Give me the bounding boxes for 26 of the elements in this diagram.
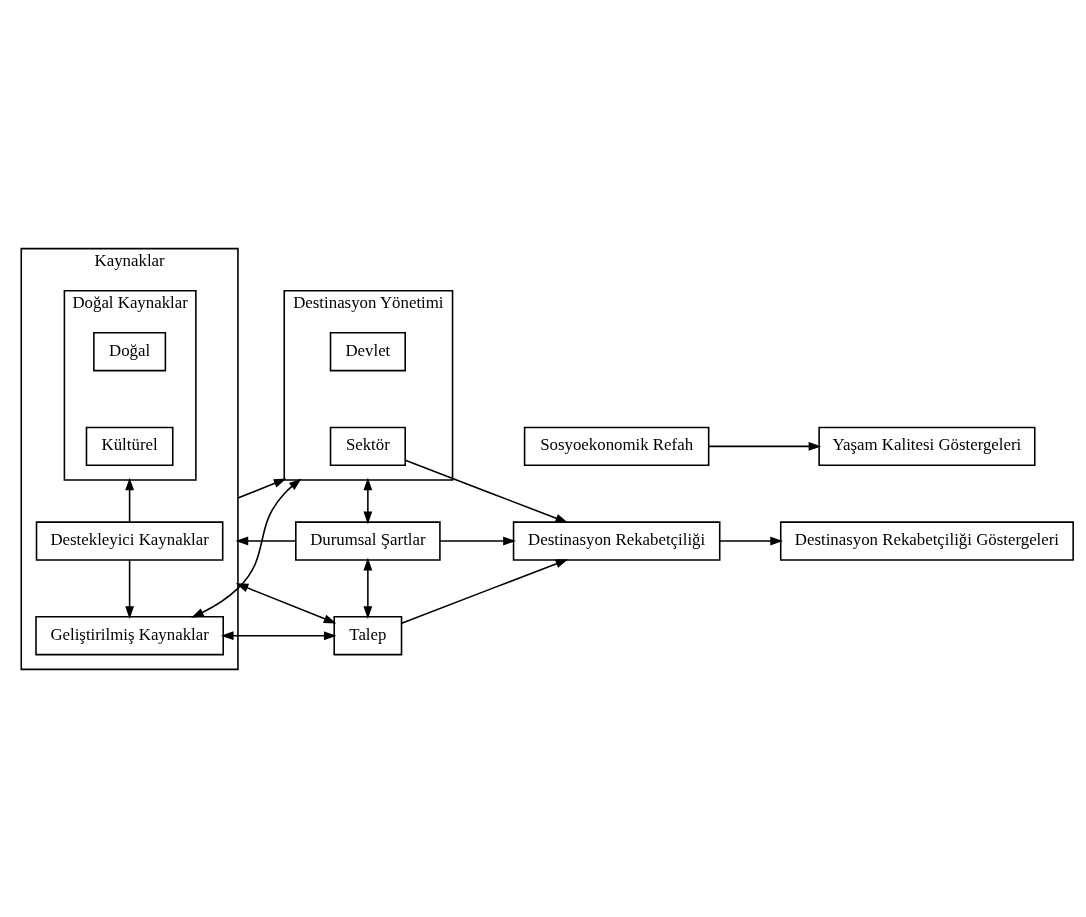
node-box: Sektör — [329, 426, 406, 466]
arrow — [363, 557, 373, 619]
node-box: Kültürel — [85, 426, 174, 466]
arrow — [125, 477, 135, 523]
node-box: Durumsal Şartlar — [295, 520, 441, 561]
arrow — [439, 536, 516, 545]
arrow — [235, 536, 297, 545]
arrow — [220, 630, 337, 640]
node-box: Destinasyon Rekabetçiliği — [512, 520, 721, 561]
arrow — [237, 478, 287, 499]
arrow — [404, 459, 568, 523]
arrow — [125, 558, 135, 619]
node-box: Destekleyici Kaynaklar — [35, 520, 224, 561]
node-box: Talep — [333, 615, 403, 655]
arrow — [708, 441, 822, 451]
arrow — [400, 558, 569, 624]
node-box: Sosyoekonomik Refah — [523, 426, 710, 466]
node-box: Geliştirilmiş Kaynaklar — [35, 615, 224, 655]
node-box: Yaşam Kalitesi Göstergeleri — [818, 426, 1036, 466]
arrow — [191, 478, 302, 618]
node-box: Doğal — [93, 331, 167, 371]
arrow — [719, 536, 783, 545]
arrow — [235, 582, 337, 623]
arrow — [363, 477, 373, 524]
node-box: Devlet — [329, 331, 406, 371]
node-box: Destinasyon Rekabetçiliği Göstergeleri — [779, 520, 1074, 561]
